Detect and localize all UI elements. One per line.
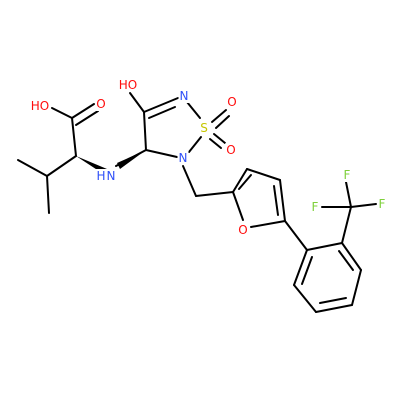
label-background bbox=[342, 168, 352, 182]
bond-n2-ch2 bbox=[182, 165, 197, 197]
bond-n-s bbox=[186, 101, 201, 119]
bond-ph-2-3 bbox=[341, 242, 362, 271]
bond-ch2-furan-c2 bbox=[195, 191, 234, 197]
atom-label-s: S bbox=[200, 121, 208, 135]
atom-label-ring-n2: N bbox=[179, 151, 188, 165]
bond-ph-cf3 bbox=[341, 206, 352, 244]
bond-n2-c4 bbox=[145, 149, 178, 158]
label-background bbox=[105, 169, 117, 183]
label-background bbox=[226, 95, 238, 109]
label-background bbox=[95, 169, 107, 183]
bonds bbox=[17, 92, 377, 313]
bond-furan-c2-c3-inner bbox=[238, 174, 252, 190]
bond-c3-oh bbox=[129, 92, 145, 113]
bond-c3-n-double-b bbox=[148, 106, 176, 119]
atom-label-nh: N bbox=[107, 169, 116, 183]
bond-s-o1-a bbox=[211, 109, 227, 123]
atom-label-f2: F bbox=[312, 200, 319, 214]
bond-ph-6-1-inner bbox=[301, 256, 313, 285]
bond-furan-o-c2 bbox=[232, 191, 244, 221]
label-background bbox=[225, 143, 237, 157]
bond-acid-c-o-double-a bbox=[71, 103, 95, 119]
bond-ph-5-6 bbox=[293, 284, 317, 313]
bond-ph-1-2 bbox=[306, 242, 343, 251]
atom-label-acid-oh: HO bbox=[31, 99, 49, 113]
bond-s-n2 bbox=[188, 136, 202, 153]
atom-label-f3: F bbox=[379, 197, 386, 211]
bond-s-o2-b bbox=[209, 138, 222, 149]
bond-ph-4-5 bbox=[315, 304, 353, 313]
bond-furan-c3-c4 bbox=[246, 168, 281, 181]
atom-label-so-o2: O bbox=[226, 143, 235, 157]
bond-cf3-f1 bbox=[345, 181, 352, 208]
bond-beta-methyl-2 bbox=[46, 175, 50, 214]
bond-beta-methyl-1 bbox=[17, 159, 48, 177]
label-background bbox=[178, 89, 190, 103]
bond-cf3-f3 bbox=[350, 203, 377, 208]
label-background bbox=[199, 121, 209, 135]
atom-label-so-o1: O bbox=[227, 95, 236, 109]
atom-label-nh-hydrogen: H bbox=[96, 169, 105, 183]
bond-furan-c4-c5 bbox=[279, 179, 286, 222]
label-background bbox=[377, 197, 387, 211]
bond-c3-n-double-a bbox=[143, 97, 179, 113]
bond-furan-c5-o bbox=[250, 220, 286, 228]
bond-alpha-beta bbox=[46, 155, 77, 177]
bond-furan-c4-c5-inner bbox=[273, 185, 279, 216]
label-background bbox=[237, 223, 249, 237]
bond-furan-c2-c3 bbox=[232, 168, 248, 193]
bond-ph-2-3-inner bbox=[338, 250, 354, 271]
label-background bbox=[95, 97, 107, 111]
bond-furan-phenyl bbox=[284, 220, 308, 251]
bond-ph-3-4 bbox=[351, 269, 362, 306]
label-background bbox=[177, 151, 189, 165]
atom-label-f1: F bbox=[344, 168, 351, 182]
bond-acid-c-alpha bbox=[71, 117, 77, 157]
bond-ph-6-1 bbox=[293, 249, 308, 286]
atom-labels: HO O N H HO N S O O N O F F F bbox=[29, 78, 387, 237]
bond-acid-c-oh bbox=[51, 107, 73, 119]
bond-acid-c-o-double-b bbox=[75, 110, 99, 126]
label-background bbox=[117, 78, 139, 92]
bond-s-o1-b bbox=[215, 115, 230, 129]
atom-label-furan-o: O bbox=[238, 223, 247, 237]
bond-c4-c3 bbox=[143, 111, 147, 151]
atom-label-ring-n: N bbox=[180, 89, 189, 103]
bond-s-o2-a bbox=[213, 133, 226, 144]
label-background bbox=[310, 200, 320, 214]
bond-ph-4-5-inner bbox=[319, 297, 347, 304]
wedge-bond-c4-nh bbox=[117, 150, 146, 169]
atom-label-acid-o: O bbox=[96, 97, 105, 111]
atom-label-ring-oh: HO bbox=[119, 78, 137, 92]
label-background bbox=[29, 99, 51, 113]
